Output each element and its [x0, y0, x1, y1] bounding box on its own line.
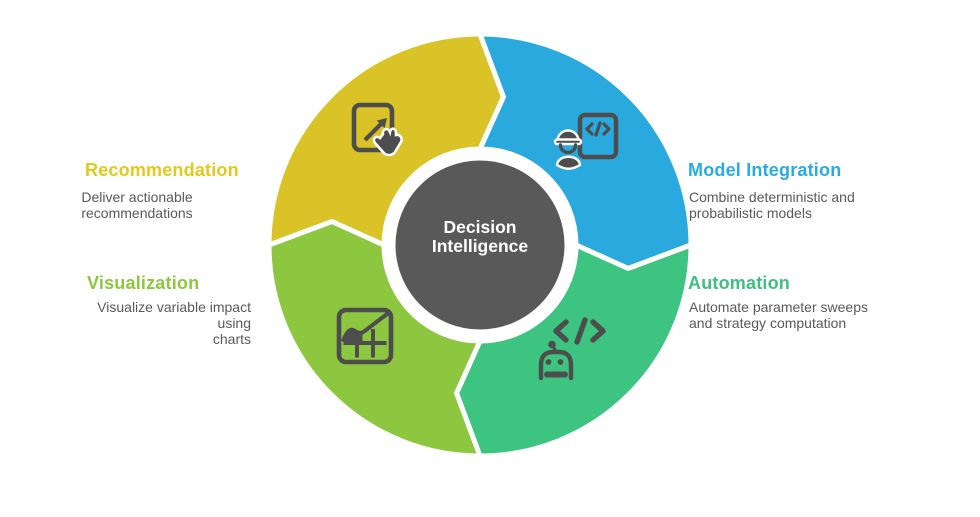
automation-description: Automate parameter sweeps and strategy c…	[689, 299, 868, 331]
model-integration-description: Combine deterministic and probabilistic …	[689, 189, 855, 221]
engineer-code-document-icon	[553, 112, 619, 170]
recommendation-description: Deliver actionable recommendations	[81, 189, 193, 221]
segment-model-integration	[476, 31, 694, 272]
visualization-description: Visualize variable impact using charts	[97, 299, 251, 347]
center-title-line1: Decision	[444, 217, 517, 237]
chart-grid-icon	[336, 307, 394, 365]
cycle-wheel: Decision Intelligence	[266, 31, 694, 459]
center-circle	[386, 151, 574, 339]
recommendation-title: Recommendation	[85, 160, 239, 180]
segment-automation	[453, 241, 694, 459]
visualization-title: Visualization	[87, 273, 200, 293]
hand-tablet-arrow-icon	[351, 102, 403, 157]
robot-code-icon	[538, 317, 606, 381]
automation-title: Automation	[688, 273, 790, 293]
model-integration-title: Model Integration	[688, 160, 842, 180]
cycle-segments	[266, 31, 694, 459]
center-title-line2: Intelligence	[432, 236, 529, 256]
